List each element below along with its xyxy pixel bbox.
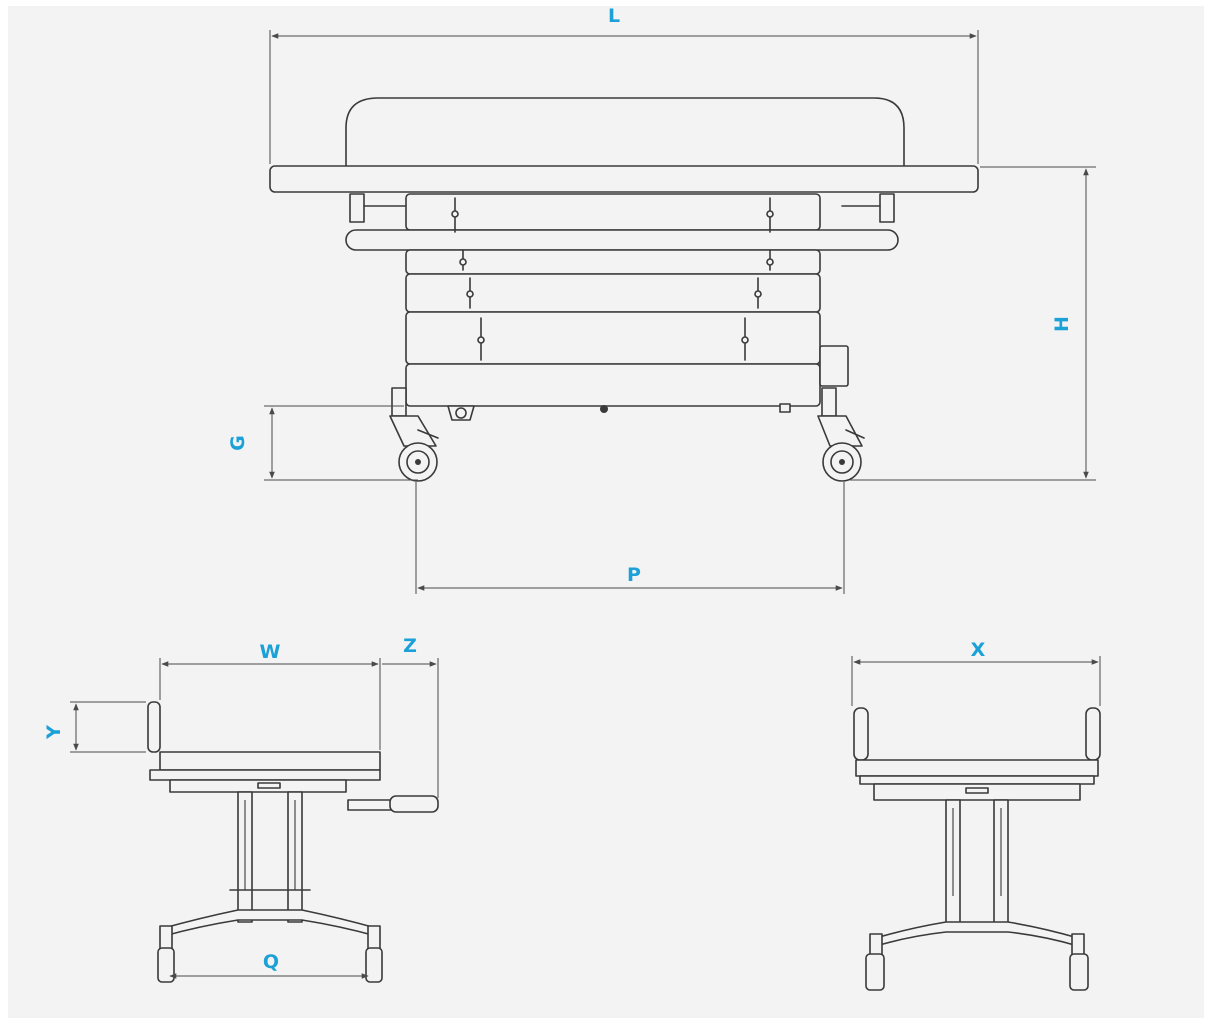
crank-handle xyxy=(347,795,439,813)
base-details xyxy=(447,403,791,421)
dimension-x: X xyxy=(851,639,1101,706)
dimension-q: Q xyxy=(169,951,369,979)
rim xyxy=(269,165,979,193)
front-view-backrest-left xyxy=(853,707,869,761)
tub-outline xyxy=(345,97,905,166)
end-view: W Z Y Q xyxy=(43,635,439,983)
lift-column xyxy=(345,193,899,407)
front-view-base xyxy=(865,921,1089,991)
dimension-h: H xyxy=(850,166,1096,481)
label-q: Q xyxy=(263,951,279,973)
front-view-backrest-right xyxy=(1085,707,1101,761)
side-view: L H G P xyxy=(227,5,1096,594)
label-y: Y xyxy=(43,725,65,740)
end-view-backrest xyxy=(147,701,161,753)
dimension-w: W xyxy=(159,641,381,750)
control-box xyxy=(819,345,849,387)
label-p: P xyxy=(627,564,641,586)
dimension-g: G xyxy=(227,405,418,481)
dimension-z: Z xyxy=(382,635,439,798)
right-caster xyxy=(817,387,865,482)
rim-hinges xyxy=(349,193,895,223)
end-view-base xyxy=(157,909,383,983)
label-g: G xyxy=(227,435,249,451)
front-view-columns xyxy=(945,799,1009,927)
label-z: Z xyxy=(403,635,417,657)
dimension-y: Y xyxy=(43,701,146,753)
label-x: X xyxy=(971,639,986,661)
end-view-columns xyxy=(229,791,311,923)
label-h: H xyxy=(1051,316,1073,332)
label-l: L xyxy=(608,5,620,27)
dimension-p: P xyxy=(415,482,845,594)
front-view: X xyxy=(851,639,1101,991)
label-w: W xyxy=(260,641,281,663)
dimension-l: L xyxy=(269,5,979,164)
left-caster xyxy=(389,387,439,482)
